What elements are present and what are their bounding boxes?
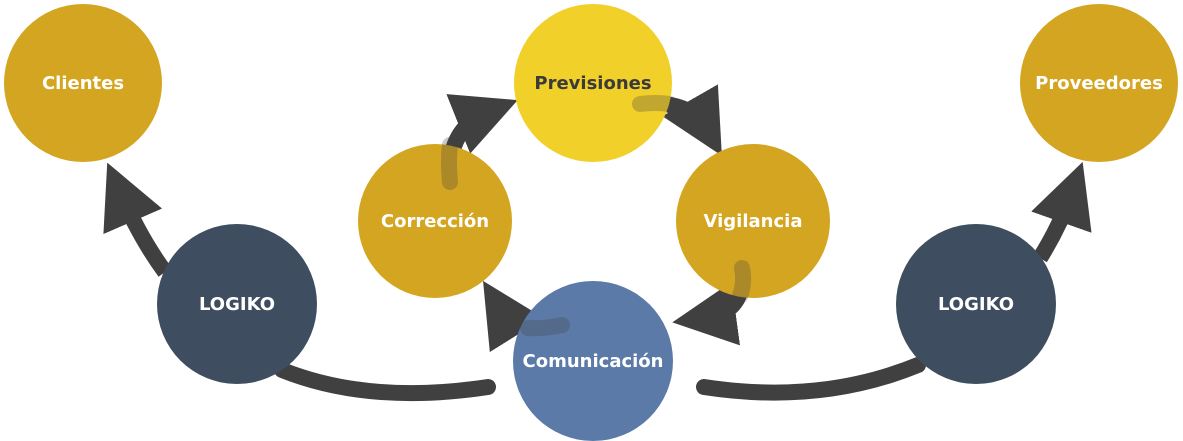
node-clientes: Clientes	[4, 4, 162, 162]
arrow-logiko-to-proveedores	[1031, 161, 1092, 263]
node-proveedores: Proveedores	[1020, 4, 1178, 162]
node-comunicacion-label: Comunicación	[522, 350, 664, 372]
node-vigilancia: Vigilancia	[676, 144, 830, 298]
overlay-correccion-previsiones	[441, 137, 458, 190]
node-correccion-label: Corrección	[380, 210, 490, 232]
connector-comunicacion-logiko-left	[274, 362, 496, 402]
node-clientes-label: Clientes	[41, 72, 125, 94]
node-logiko-right: LOGIKO	[896, 224, 1056, 384]
node-previsiones: Previsiones	[514, 4, 672, 162]
node-correccion: Corrección	[358, 144, 512, 298]
node-previsiones-label: Previsiones	[534, 72, 652, 94]
node-logiko-left-label: LOGIKO	[198, 293, 276, 315]
connector-comunicacion-logiko-right	[696, 357, 926, 401]
node-logiko-right-label: LOGIKO	[937, 293, 1015, 315]
overlay-comunicacion-correccion	[520, 317, 570, 337]
node-logiko-left: LOGIKO	[157, 224, 317, 384]
overlay-vigilancia-comunicacion	[732, 260, 752, 304]
arrow-logiko-to-clientes	[103, 162, 172, 277]
node-proveedores-label: Proveedores	[1035, 72, 1163, 94]
node-comunicacion: Comunicación	[513, 281, 673, 441]
overlay-previsiones-vigilancia	[632, 95, 678, 112]
node-vigilancia-label: Vigilancia	[703, 210, 803, 232]
